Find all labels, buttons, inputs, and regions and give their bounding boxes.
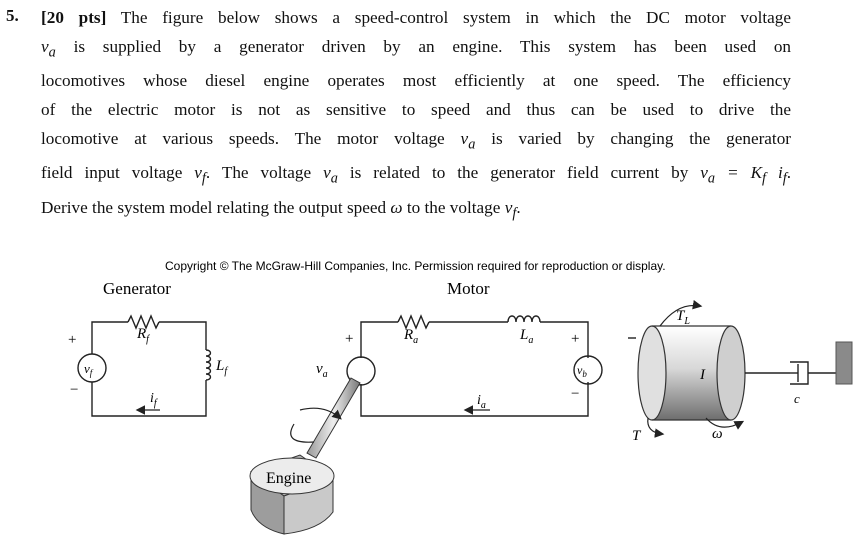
inertia-cylinder [652,326,731,420]
TL-arrow [659,299,703,327]
engine-label: Engine [266,470,311,487]
field-inductor-Lf [205,349,212,381]
field-resistor-Rf [127,314,160,330]
text-line-1: [20 pts] The figure below shows a speed-… [41,8,792,27]
TL-label: TL [676,308,690,327]
omega-arrow [705,417,745,430]
arm-wire-left-top [360,321,398,358]
T-arrow [647,417,665,438]
svg-text:+: + [68,332,76,348]
field-voltage-source [77,353,107,383]
damper [790,361,836,385]
Rf-label: Rf [136,326,150,345]
va-label: va [316,361,328,380]
I-label: I [699,367,706,383]
svg-text:+: + [571,331,579,347]
engine-shaft [306,377,361,459]
svg-text:−: − [70,382,78,398]
points-label: [20 pts] [41,8,107,27]
motor-back-emf [573,355,603,385]
field-wire-right-top [159,321,207,350]
speed-control-figure: Copyright © The McGraw-Hill Companies, I… [0,240,858,539]
vb-label: vb [577,363,587,379]
armature-labels: + + − va Ra La vb ia [316,327,587,415]
generator-source [346,356,376,386]
ia-label: ia [477,393,486,411]
circuit-diagram: Copyright © The McGraw-Hill Companies, I… [68,259,853,535]
field-wire-left-top [91,321,128,354]
Lf-label: Lf [215,358,228,377]
text-line-5: locomotive at various speeds. The motor … [41,129,792,153]
if-label: if [150,391,158,409]
armature-resistor-Ra [397,314,430,330]
field-wire-bottom [91,380,207,417]
text-line-2: va is supplied by a generator driven by … [41,36,792,61]
field-labels: + − vf Rf Lf if [68,326,228,415]
cylinder-right-face [716,325,746,421]
text-line-3: locomotives whose diesel engine operates… [41,71,791,91]
text-line-6: field input voltage vf. The voltage va i… [41,163,792,187]
engine-top-face [249,457,335,495]
arm-wire-bottom [360,382,589,417]
copyright-notice: Copyright © The McGraw-Hill Companies, I… [165,259,666,273]
engine-assembly: Engine [249,377,361,535]
svg-text:−: − [571,386,579,402]
field-circuit [77,314,212,417]
torque-annotations: TL T ω [632,299,745,444]
svg-text:+: + [345,331,353,347]
generator-title: Generator [103,279,171,298]
ground-wall [835,341,853,385]
problem-statement: 5. [20 pts] The figure below shows a spe… [0,0,858,221]
vf-label: vf [84,361,94,378]
T-label: T [632,428,642,444]
problem-text: [20 pts] The figure below shows a speed-… [41,4,791,228]
armature-inductor-La [507,315,541,323]
arm-wire-right-top [540,321,589,358]
inertia-load: I [628,325,790,421]
Ra-label: Ra [403,327,418,346]
generator-equation: va = Kf if. [700,163,792,187]
c-label: c [794,391,800,406]
text-line-4: of the electric motor is not as sensitiv… [41,100,791,120]
omega-label: ω [712,426,723,442]
shaft-rotation-arrow [290,423,315,443]
armature-circuit [346,314,603,417]
problem-number: 5. [6,6,19,25]
motor-title: Motor [447,279,490,298]
text-line-7: Derive the system model relating the out… [41,197,521,222]
La-label: La [519,327,533,346]
cylinder-left-face [637,325,667,421]
